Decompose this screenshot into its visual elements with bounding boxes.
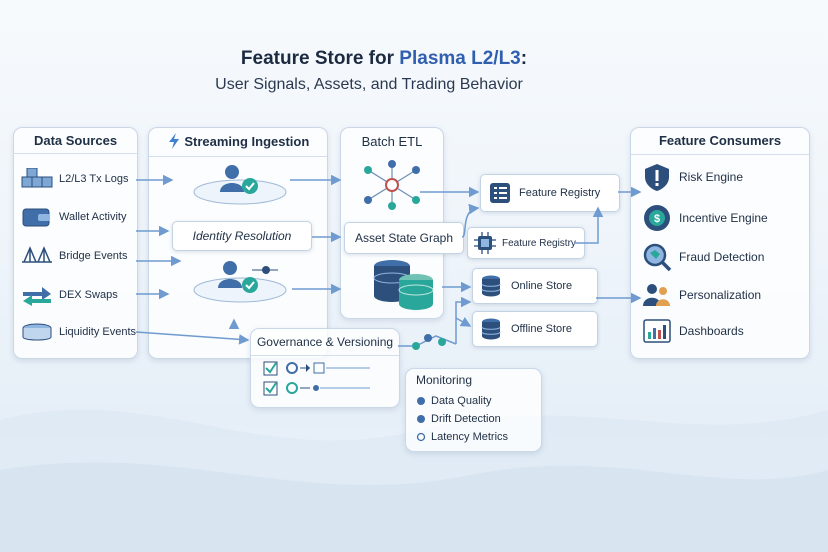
swap-icon	[23, 287, 51, 306]
list-document-icon	[490, 183, 510, 203]
consumer-risk-engine: Risk Engine	[642, 162, 743, 192]
monitor-data-quality: Data Quality	[416, 395, 492, 407]
asset-state-graph-box: Asset State Graph	[344, 222, 464, 254]
graph-network-icon	[364, 160, 420, 210]
database-icon	[481, 318, 501, 340]
consumer-personalization: Personalization	[642, 280, 761, 310]
bridge-icon	[22, 246, 52, 263]
cubes-icon	[21, 168, 53, 188]
feature-registry-secondary-box[interactable]: Feature Registry	[467, 227, 585, 259]
status-ring-icon	[416, 432, 426, 442]
status-dot-icon	[417, 415, 425, 423]
user-link-verified-icon	[193, 261, 287, 303]
diagram-subtitle: User Signals, Assets, and Trading Behavi…	[215, 76, 523, 93]
svg-text:$: $	[654, 213, 660, 225]
consumer-incentive-engine: $ Incentive Engine	[642, 203, 768, 233]
source-wallet-activity: Wallet Activity	[20, 206, 126, 228]
user-verified-icon	[193, 165, 287, 205]
bar-chart-icon	[643, 319, 671, 343]
identity-resolution-box: Identity Resolution	[172, 221, 312, 251]
monitor-drift-detection: Drift Detection	[416, 413, 501, 425]
offline-store-box[interactable]: Offline Store	[472, 311, 598, 347]
shield-alert-icon	[645, 164, 669, 191]
monitoring-heading: Monitoring	[416, 373, 473, 387]
diagram-title: Feature Store for Plasma L2/L3:	[240, 48, 528, 69]
source-liquidity-events: Liquidity Events	[20, 321, 136, 343]
streaming-heading: Streaming Ingestion	[149, 128, 327, 157]
users-icon	[643, 284, 670, 306]
consumers-heading: Feature Consumers	[631, 128, 809, 155]
magnifier-globe-icon	[643, 243, 672, 272]
database-icon	[373, 260, 434, 310]
source-tx-logs: L2/L3 Tx Logs	[20, 168, 129, 190]
database-icon	[481, 275, 501, 297]
monitor-latency-metrics: Latency Metrics	[416, 431, 508, 443]
monitoring-panel	[405, 368, 542, 452]
wallet-icon	[22, 208, 50, 227]
liquidity-pool-icon	[22, 323, 52, 341]
status-dot-icon	[417, 397, 425, 405]
consumer-dashboards: Dashboards	[642, 316, 744, 346]
consumer-fraud-detection: Fraud Detection	[642, 242, 764, 272]
source-dex-swaps: DEX Swaps	[20, 284, 118, 306]
lightning-icon	[168, 133, 179, 149]
data-sources-panel: Data Sources	[13, 127, 138, 359]
feature-registry-box[interactable]: Feature Registry	[480, 174, 620, 212]
source-bridge-events: Bridge Events	[20, 245, 127, 267]
coin-gear-icon: $	[644, 205, 670, 231]
data-sources-heading: Data Sources	[14, 128, 137, 154]
version-pipeline-icon	[263, 361, 370, 396]
online-store-box[interactable]: Online Store	[472, 268, 598, 304]
chip-icon	[474, 232, 496, 254]
batch-heading: Batch ETL	[361, 134, 423, 149]
governance-heading: Governance & Versioning	[251, 329, 399, 356]
